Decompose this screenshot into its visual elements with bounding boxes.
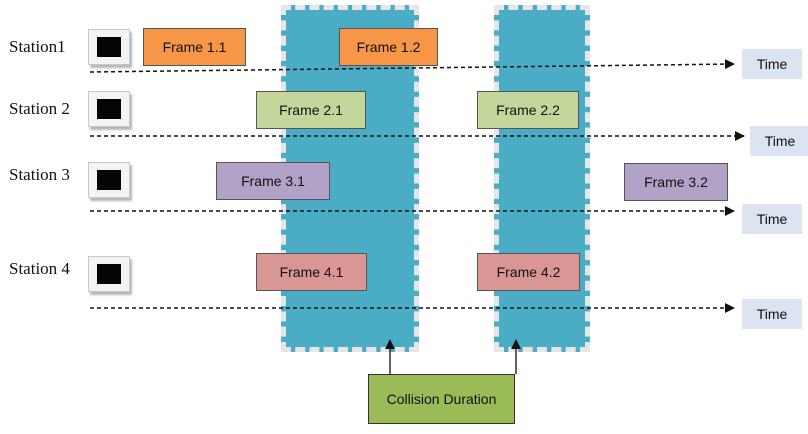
collision-duration-box: Collision Duration	[368, 374, 515, 424]
time-label-4: Time	[742, 299, 802, 329]
frame-1-1: Frame 1.1	[143, 28, 246, 66]
frame-3-2: Frame 3.2	[624, 163, 728, 201]
station-1-label: Station1	[9, 37, 66, 56]
time-label-3: Time	[742, 204, 802, 234]
station-2-label: Station 2	[9, 99, 70, 118]
frame-1-2: Frame 1.2	[339, 28, 438, 66]
frame-4-1: Frame 4.1	[256, 253, 367, 291]
collision-zone-2	[494, 5, 590, 352]
station-3-label: Station 3	[9, 165, 70, 184]
station-4-label: Station 4	[9, 259, 70, 278]
station-2-computer-icon	[88, 91, 130, 127]
time-label-2: Time	[750, 126, 808, 156]
frame-3-1: Frame 3.1	[216, 162, 330, 200]
station-3-computer-icon	[88, 162, 130, 198]
frame-2-2: Frame 2.2	[477, 91, 579, 129]
frame-2-1: Frame 2.1	[256, 91, 366, 129]
frame-4-2: Frame 4.2	[477, 253, 580, 291]
timeline-station-1	[89, 59, 735, 73]
station-4-computer-icon	[88, 256, 130, 292]
time-label-1: Time	[742, 49, 802, 79]
station-1-computer-icon	[88, 29, 130, 65]
